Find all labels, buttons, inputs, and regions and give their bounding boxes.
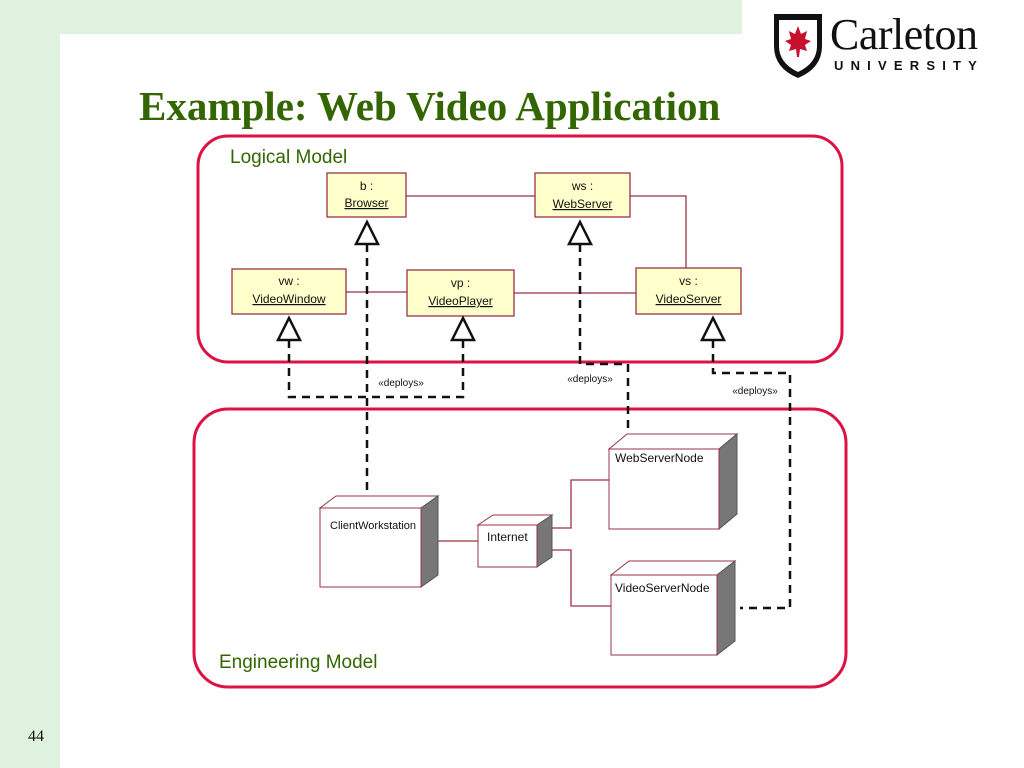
node-internet[interactable]: Internet — [476, 514, 554, 568]
carleton-logo: Carleton UNIVERSITY — [770, 10, 1010, 80]
object-videoserver-class: VideoServer — [656, 292, 722, 306]
deploy-line-videowindow-videoplayer — [287, 340, 465, 399]
link-internet-webserver — [552, 479, 609, 529]
object-videowindow-class: VideoWindow — [252, 292, 325, 306]
realization-arrow-browser — [353, 219, 381, 246]
node-videoserver-label: VideoServerNode — [615, 581, 710, 595]
object-videowindow[interactable]: vw : VideoWindow — [231, 268, 347, 315]
node-videoserver[interactable]: VideoServerNode — [609, 559, 737, 657]
engineering-model-frame — [192, 407, 848, 689]
object-webserver-class: WebServer — [553, 197, 613, 211]
node-webserver[interactable]: WebServerNode — [607, 432, 739, 531]
logo-subtitle: UNIVERSITY — [834, 58, 985, 73]
deploys-label-client: «deploys» — [378, 378, 424, 389]
object-webserver-instance: ws : — [571, 179, 593, 193]
shield-icon — [774, 14, 822, 78]
object-browser-class: Browser — [344, 196, 388, 210]
node-client-workstation-label: ClientWorkstation — [330, 520, 416, 532]
logical-model-label: Logical Model — [230, 147, 347, 168]
object-webserver[interactable]: ws : WebServer — [534, 172, 631, 218]
realization-arrow-videoserver — [699, 315, 727, 342]
slide-number: 44 — [28, 728, 44, 745]
logical-model-frame — [196, 134, 844, 364]
object-videowindow-instance: vw : — [278, 274, 299, 288]
object-videoplayer-instance: vp : — [451, 276, 470, 290]
left-accent-band — [0, 0, 60, 768]
realization-arrow-webserver — [566, 219, 594, 246]
link-internet-videoserver — [552, 549, 611, 607]
deploy-line-webserver-node — [578, 244, 630, 437]
object-browser[interactable]: b : Browser — [326, 172, 407, 218]
deploys-label-videoserver: «deploys» — [732, 386, 778, 397]
association-webserver-videoserver — [630, 195, 687, 268]
top-accent-band — [0, 0, 742, 34]
object-browser-instance: b : — [360, 179, 373, 193]
deploys-label-webserver: «deploys» — [567, 374, 613, 385]
engineering-model-label: Engineering Model — [219, 652, 377, 673]
realization-arrow-videoplayer — [449, 315, 477, 342]
realization-arrow-videowindow — [275, 315, 303, 342]
node-internet-label: Internet — [487, 530, 528, 544]
node-webserver-label: WebServerNode — [615, 451, 704, 465]
deploy-line-videoserver-node — [711, 340, 792, 610]
object-videoplayer[interactable]: vp : VideoPlayer — [406, 269, 515, 317]
node-client-workstation[interactable]: ClientWorkstation — [318, 495, 440, 588]
slide-title: Example: Web Video Application — [139, 83, 721, 129]
logo-name: Carleton — [830, 10, 978, 59]
object-videoplayer-class: VideoPlayer — [428, 294, 493, 308]
object-videoserver-instance: vs : — [679, 274, 698, 288]
object-videoserver[interactable]: vs : VideoServer — [635, 267, 742, 315]
